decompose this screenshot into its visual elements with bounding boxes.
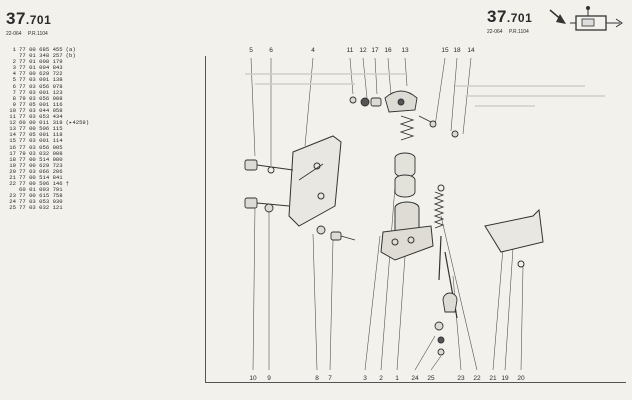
callout-label: 24 [411, 375, 419, 382]
parts-row: 77 01 348 257(b) [19, 52, 76, 60]
callout-label: 16 [384, 47, 392, 54]
callout-label: 4 [311, 47, 315, 54]
callout-label: 6 [269, 47, 273, 54]
brake-system-icon [549, 6, 623, 31]
page-number-sub: .701 [506, 11, 533, 25]
callout-label: 8 [315, 375, 319, 382]
callout-label: 22 [473, 375, 481, 382]
callout-label: 10 [249, 375, 257, 382]
callout-label: 11 [346, 47, 354, 54]
diagram-frame [205, 56, 626, 383]
callout-label: 13 [401, 47, 409, 54]
callout-label: 23 [457, 375, 465, 382]
callout-label: 9 [267, 375, 271, 382]
page-number-right: 37.701 [487, 7, 532, 27]
page-meta-left: 22-064 P.R.1104 [6, 31, 53, 37]
page-number-main: 37 [6, 9, 26, 28]
page-meta-right: 22-064 P.R.1104 [487, 29, 534, 35]
pr-reference: P.R.1104 [27, 31, 48, 37]
callout-label: 12 [359, 47, 367, 54]
page-number-sub: .701 [25, 13, 52, 27]
callout-label: 1 [395, 375, 399, 382]
catalog-code: 22-064 [6, 31, 22, 37]
callout-label: 18 [453, 47, 461, 54]
callout-label: 5 [249, 47, 253, 54]
callout-label: 3 [363, 375, 367, 382]
callout-label: 7 [328, 375, 332, 382]
callout-label: 17 [371, 47, 379, 54]
callout-label: 2 [379, 375, 383, 382]
callout-label: 20 [517, 375, 525, 382]
callout-label: 14 [467, 47, 475, 54]
parts-row: 60 01 003 791 [19, 186, 63, 194]
callout-label: 25 [427, 375, 435, 382]
callout-label: 15 [441, 47, 449, 54]
pr-reference: P.R.1104 [508, 29, 529, 35]
page-number-main: 37 [487, 7, 507, 26]
callout-label: 21 [489, 375, 497, 382]
exploded-parts-diagram [244, 57, 605, 371]
catalog-code: 22-064 [487, 29, 503, 35]
callout-label: 19 [501, 375, 509, 382]
page-number-left: 37.701 [6, 9, 51, 29]
